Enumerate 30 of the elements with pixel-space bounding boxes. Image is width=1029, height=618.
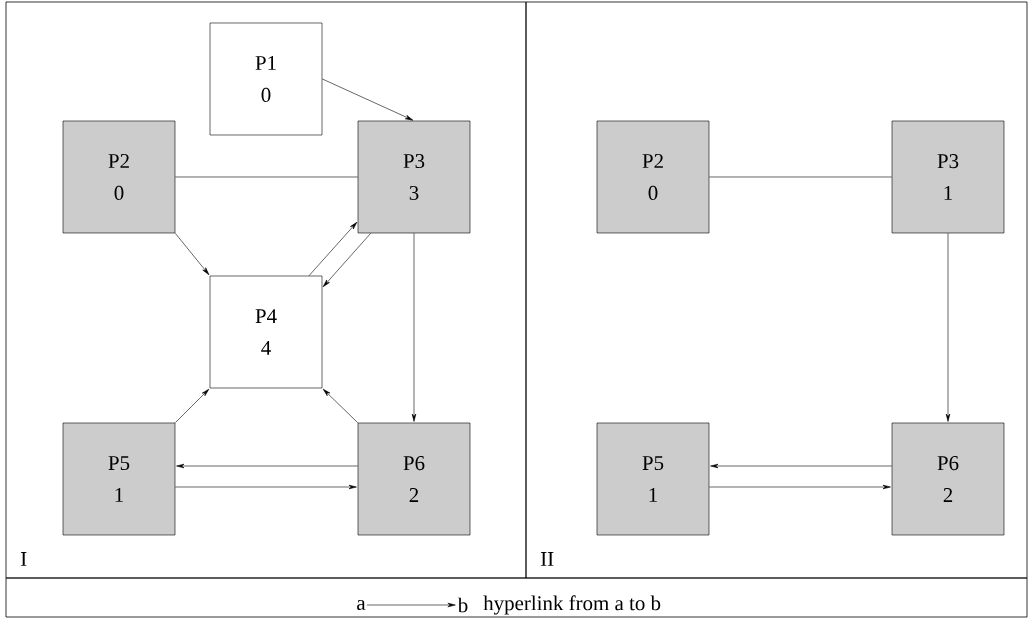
arrow [322,78,414,121]
arrow [945,233,951,422]
panel-label: II [540,552,554,566]
legend-text: b [457,597,468,613]
process-box: P3 1 [891,120,1005,234]
process-box: P6 2 [357,422,471,536]
arrow [710,463,892,469]
legend-text: a [357,600,366,610]
process-box: P5 1 [596,422,710,536]
panel [5,1,527,579]
process-box: P2 0 [62,120,176,234]
arrow [709,484,891,490]
process-box: P2 0 [596,120,710,234]
process-box: P6 2 [891,422,1005,536]
arrow [175,233,210,276]
arrow [366,602,456,608]
process-box: P4 4 [209,275,323,389]
arrow [176,463,358,469]
arrow [411,233,417,422]
arrow [175,388,210,423]
legend-text: hyperlink from a to b [483,595,661,615]
process-box: P1 0 [209,22,323,136]
process-box: P5 1 [62,422,176,536]
panel [525,1,1028,579]
arrow [322,233,371,288]
arrow [322,388,358,423]
process-box: P3 3 [357,120,471,234]
arrow [308,221,358,276]
panel-label: I [20,552,27,566]
arrow [175,484,357,490]
